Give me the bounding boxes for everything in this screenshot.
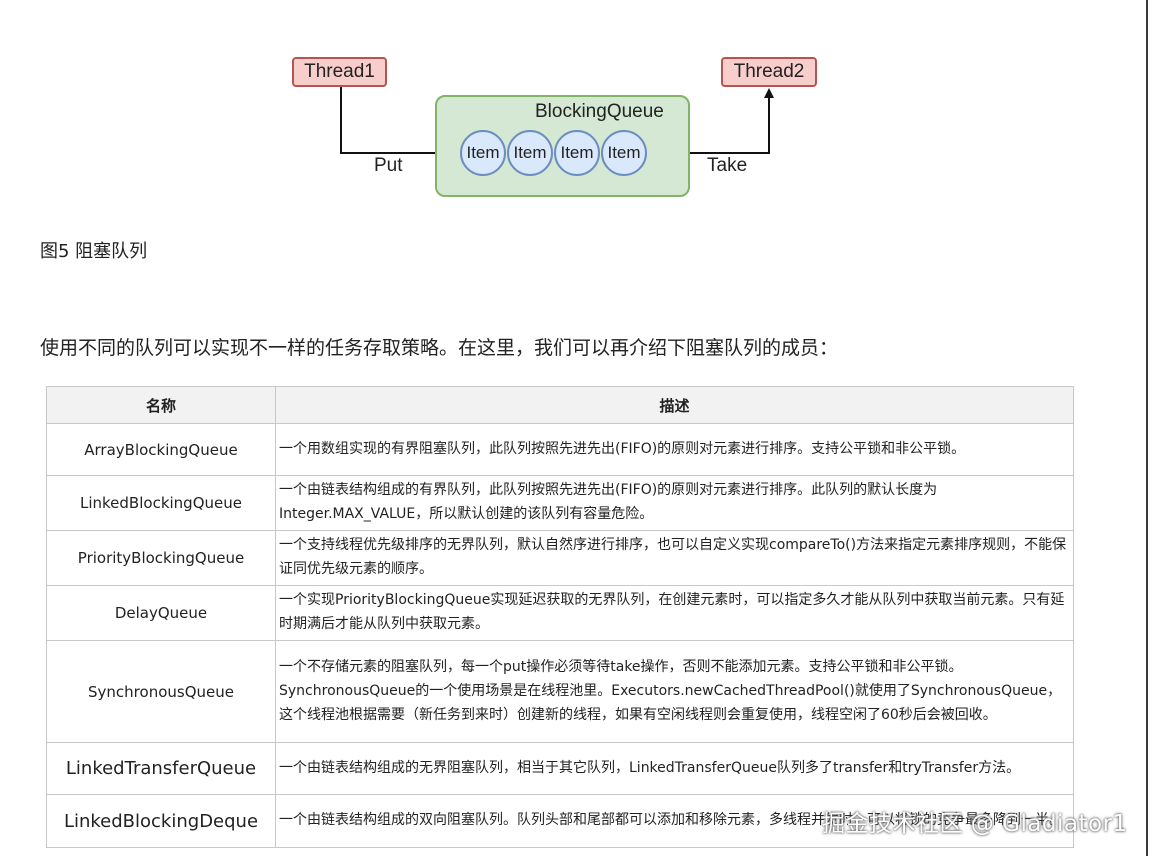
blocking-queue-members-table: 名称 描述 ArrayBlockingQueue 一个用数组实现的有界阻塞队列，… bbox=[46, 386, 1074, 848]
blocking-queue-diagram: Thread1 Thread2 BlockingQueue Item Item … bbox=[280, 48, 840, 208]
queue-name: DelayQueue bbox=[46, 585, 276, 641]
queue-description: 一个由链表结构组成的无界阻塞队列，相当于其它队列，LinkedTransferQ… bbox=[275, 742, 1074, 795]
column-header-description: 描述 bbox=[275, 386, 1074, 424]
put-label: Put bbox=[374, 155, 403, 176]
queue-description: 一个实现PriorityBlockingQueue实现延迟获取的无界队列，在创建… bbox=[275, 585, 1074, 641]
put-arrow bbox=[340, 86, 463, 158]
queue-name: LinkedTransferQueue bbox=[46, 742, 276, 795]
table-row: ArrayBlockingQueue 一个用数组实现的有界阻塞队列，此队列按照先… bbox=[46, 423, 1074, 476]
thread1-box: Thread1 bbox=[292, 57, 387, 87]
queue-description: 一个用数组实现的有界阻塞队列，此队列按照先进先出(FIFO)的原则对元素进行排序… bbox=[275, 423, 1074, 476]
queue-description: 一个由链表结构组成的有界队列，此队列按照先进先出(FIFO)的原则对元素进行排序… bbox=[275, 475, 1074, 531]
queue-item: Item bbox=[554, 130, 600, 176]
queue-name: PriorityBlockingQueue bbox=[46, 530, 276, 586]
table-row: LinkedTransferQueue 一个由链表结构组成的无界阻塞队列，相当于… bbox=[46, 742, 1074, 795]
queue-description: 一个不存储元素的阻塞队列，每一个put操作必须等待take操作，否则不能添加元素… bbox=[275, 640, 1074, 743]
table-header-row: 名称 描述 bbox=[46, 386, 1074, 424]
queue-description: 一个支持线程优先级排序的无界队列，默认自然序进行排序，也可以自定义实现compa… bbox=[275, 530, 1074, 586]
column-header-name: 名称 bbox=[46, 386, 276, 424]
blocking-queue-label: BlockingQueue bbox=[535, 101, 664, 122]
take-label: Take bbox=[707, 155, 748, 176]
thread2-box: Thread2 bbox=[721, 57, 817, 87]
table-row: LinkedBlockingQueue 一个由链表结构组成的有界队列，此队列按照… bbox=[46, 475, 1074, 531]
queue-item: Item bbox=[507, 130, 553, 176]
table-row: PriorityBlockingQueue 一个支持线程优先级排序的无界队列，默… bbox=[46, 530, 1074, 586]
table-row: DelayQueue 一个实现PriorityBlockingQueue实现延迟… bbox=[46, 585, 1074, 641]
table-row: SynchronousQueue 一个不存储元素的阻塞队列，每一个put操作必须… bbox=[46, 640, 1074, 743]
queue-item: Item bbox=[460, 130, 506, 176]
page-edge-rule bbox=[1146, 0, 1148, 856]
queue-name: LinkedBlockingQueue bbox=[46, 475, 276, 531]
intro-paragraph: 使用不同的队列可以实现不一样的任务存取策略。在这里，我们可以再介绍下阻塞队列的成… bbox=[40, 337, 839, 359]
queue-name: ArrayBlockingQueue bbox=[46, 423, 276, 476]
table-row: LinkedBlockingDeque 一个由链表结构组成的双向阻塞队列。队列头… bbox=[46, 794, 1074, 848]
figure-caption: 图5 阻塞队列 bbox=[40, 241, 148, 262]
queue-item: Item bbox=[601, 130, 647, 176]
queue-name: LinkedBlockingDeque bbox=[46, 794, 276, 848]
queue-name: SynchronousQueue bbox=[46, 640, 276, 743]
queue-description: 一个由链表结构组成的双向阻塞队列。队列头部和尾部都可以添加和移除元素，多线程并发… bbox=[275, 794, 1074, 848]
source-watermark: 掘金技术社区 @ Gladiator1 bbox=[822, 811, 1128, 837]
